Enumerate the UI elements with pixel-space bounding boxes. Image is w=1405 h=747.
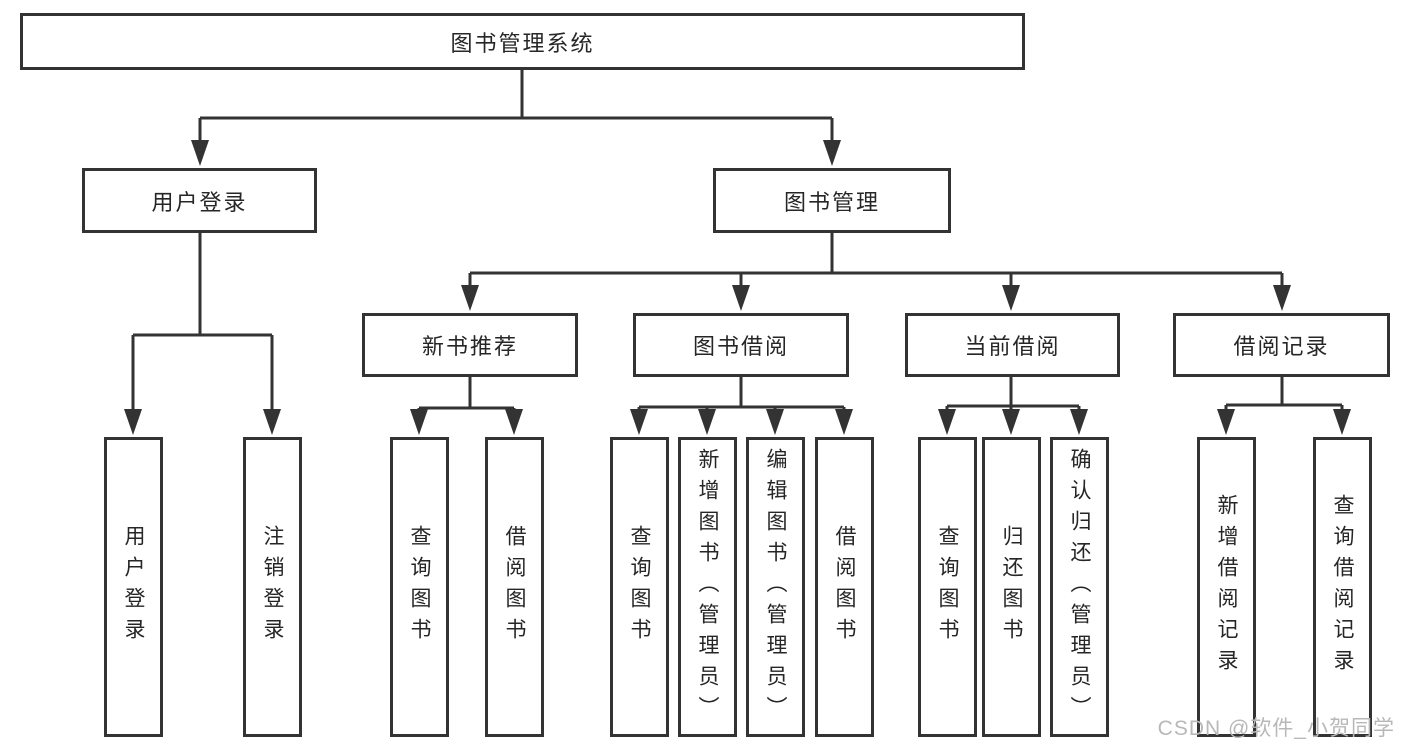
node-borrow-records: 借阅记录 [1173,313,1390,377]
arrow-leaf [835,409,853,435]
node-label: 新书推荐 [421,334,518,359]
leaf-label: 查询图书 [936,525,959,649]
arrow-to-current [1002,285,1020,311]
connector-user-login-children [131,233,274,414]
leaf-label: 归还图书 [1000,525,1023,649]
arrow-leaf [766,409,784,435]
node-label: 当前借阅 [964,334,1061,359]
leaf-label: 查询图书 [628,525,651,649]
arrow-leaf [410,409,428,435]
arrow-leaf [938,409,956,435]
leaf-logout: 注销登录 [243,437,302,737]
node-book-management: 图书管理 [713,168,951,233]
arrow-leaf [698,409,716,435]
leaf-label: 借阅图书 [503,525,526,649]
arrow-to-recommend [461,285,479,311]
arrow-to-book-mgmt [823,140,841,166]
leaf-label: 借阅图书 [833,525,856,649]
leaf-add-books-admin: 新增图书（管理员） [678,437,737,737]
arrow-to-records [1273,285,1291,311]
leaf-query-borrow-record: 查询借阅记录 [1313,437,1372,737]
leaf-label: 新增借阅记录 [1215,494,1238,680]
connector-current-children [945,377,1081,414]
arrow-leaf [505,409,523,435]
arrow-leaf [124,409,142,435]
node-book-borrow: 图书借阅 [633,313,849,377]
node-user-login: 用户登录 [82,168,317,233]
connector-recommend-children [417,377,516,414]
leaf-label: 查询图书 [408,525,431,649]
leaf-query-books-current: 查询图书 [918,437,977,737]
leaf-edit-books-admin: 编辑图书（管理员） [746,437,805,737]
node-label: 图书借阅 [692,334,789,359]
node-label: 用户登录 [151,189,248,215]
arrow-leaf [263,409,281,435]
leaf-borrow-books-recommend: 借阅图书 [485,437,544,737]
node-new-book-recommend: 新书推荐 [362,313,578,377]
leaf-add-borrow-record: 新增借阅记录 [1197,437,1256,737]
node-label: 图书管理系统 [450,30,595,56]
leaf-label: 编辑图书（管理员） [764,447,787,727]
node-label: 借阅记录 [1233,334,1330,359]
arrow-to-borrow [732,285,750,311]
leaf-confirm-return-admin: 确认归还（管理员） [1050,437,1109,737]
leaf-label: 确认归还（管理员） [1068,447,1091,727]
leaf-query-books-borrow: 查询图书 [610,437,669,737]
leaf-query-books-recommend: 查询图书 [390,437,449,737]
leaf-label: 查询借阅记录 [1331,494,1354,680]
leaf-label: 注销登录 [261,525,284,649]
arrow-to-user-login [191,140,209,166]
arrow-leaf [1217,409,1235,435]
connector-book-mgmt-children [468,233,1284,290]
node-label: 图书管理 [783,189,880,215]
connector-borrow-children [637,377,846,414]
leaf-label: 用户登录 [122,525,145,649]
arrow-leaf [630,409,648,435]
connector-records-children [1224,377,1344,414]
arrow-leaf [1002,409,1020,435]
connector-root-to-level2 [198,70,834,144]
arrow-leaf [1333,409,1351,435]
leaf-return-books: 归还图书 [982,437,1041,737]
leaf-label: 新增图书（管理员） [696,447,719,727]
node-current-borrow: 当前借阅 [905,313,1120,377]
arrowheads [124,140,1351,435]
node-root-library-management-system: 图书管理系统 [20,13,1025,70]
leaf-borrow-books: 借阅图书 [815,437,874,737]
leaf-user-login: 用户登录 [104,437,163,737]
csdn-watermark: CSDN @软件_小贺同学 [1157,717,1395,740]
arrow-leaf [1070,409,1088,435]
